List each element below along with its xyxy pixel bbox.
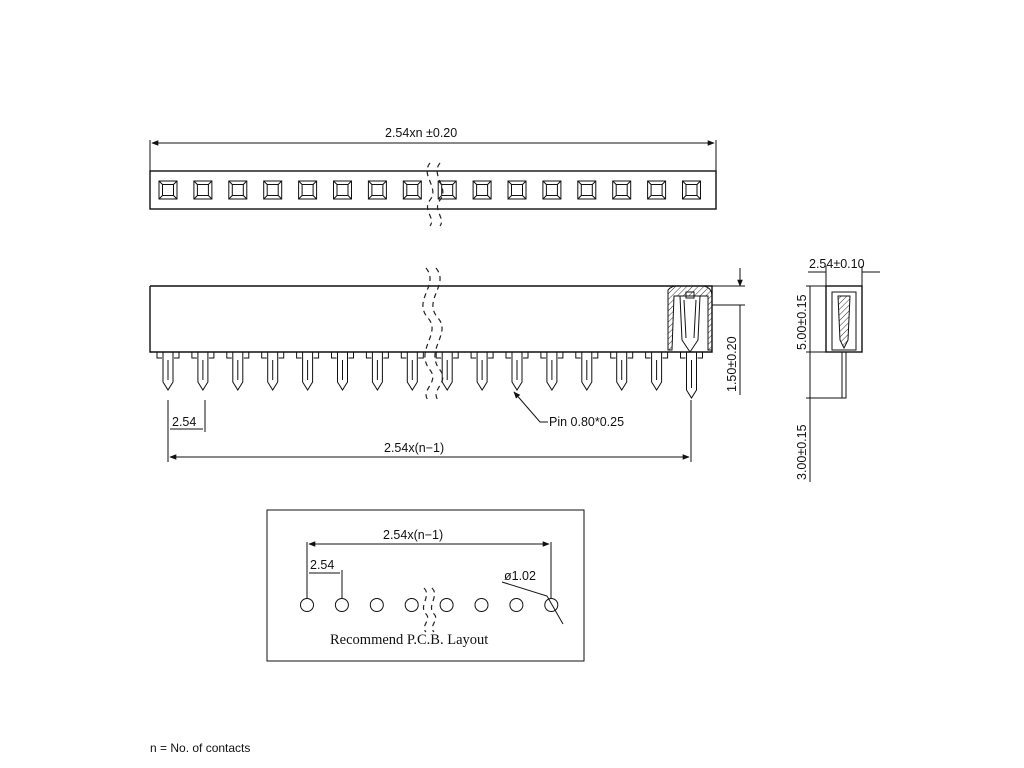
front-view-body: [149, 285, 713, 353]
socket-opening: [193, 180, 213, 200]
break-mark: [426, 162, 434, 227]
pin: [680, 352, 703, 399]
socket-opening: [263, 180, 283, 200]
side-view-cavity: [831, 291, 857, 351]
pcb-hole: [439, 598, 454, 612]
break-mark: [430, 587, 437, 633]
top-view-sockets: [158, 180, 701, 200]
pin: [540, 352, 564, 391]
socket-opening: [577, 180, 597, 200]
height-dimension-label: 1.50±0.20: [725, 336, 739, 392]
length-dimension-label: 2.54xn ±0.20: [385, 126, 457, 140]
pcb-hole: [334, 598, 349, 612]
pin: [400, 352, 424, 391]
top-view-body: [149, 170, 717, 210]
socket-opening: [647, 180, 667, 200]
pin-callout-label: Pin 0.80*0.25: [549, 415, 624, 429]
pin: [575, 352, 599, 391]
span-dimension-label: 2.54x(n−1): [384, 441, 444, 455]
pin: [365, 352, 389, 391]
pin-callout-leader: [513, 391, 548, 423]
socket-opening: [333, 180, 352, 200]
pcb-pitch-dimension-label: 2.54: [310, 558, 334, 572]
pin: [645, 352, 669, 391]
socket-opening: [228, 180, 248, 200]
pitch-dimension-label: 2.54: [172, 415, 196, 429]
side-view-contact: [837, 295, 851, 350]
pcb-hole: [300, 598, 314, 612]
socket-opening: [367, 180, 387, 200]
break-mark: [436, 162, 444, 227]
pin: [331, 352, 354, 391]
pcb-hole: [474, 598, 489, 612]
break-mark: [422, 267, 434, 401]
pcb-hole: [404, 598, 419, 612]
pin: [470, 352, 494, 391]
pin: [226, 352, 250, 391]
body-height-dimension-label: 5.00±0.15: [795, 294, 809, 350]
pcb-layout-frame: [266, 509, 585, 662]
section-detail: [667, 285, 713, 353]
pin: [505, 352, 529, 391]
socket-opening: [298, 180, 318, 200]
hole-dimension-label: ø1.02: [504, 569, 536, 583]
pin: [261, 352, 285, 391]
front-view: 1.50±0.20 2.54 2.54x(n−1) Pin 0.80*0.25: [149, 267, 745, 462]
side-view-body: [825, 285, 863, 353]
socket-opening: [158, 180, 178, 200]
pin-length-dimension-label: 3.00±0.15: [795, 424, 809, 480]
socket-opening: [542, 180, 562, 200]
width-dimension-label: 2.54±0.10: [809, 257, 865, 271]
pcb-layout-title: Recommend P.C.B. Layout: [330, 632, 488, 648]
top-view: 2.54xn ±0.20: [149, 126, 717, 227]
socket-opening: [612, 180, 632, 200]
socket-opening: [507, 180, 527, 200]
pin: [156, 352, 180, 391]
pin: [435, 352, 459, 391]
front-view-pins: [156, 352, 703, 399]
side-view: 2.54±0.10 5.00±0.15 3.00±0.15: [795, 257, 880, 482]
pcb-hole: [544, 598, 559, 612]
pcb-span-dimension-label: 2.54x(n−1): [383, 528, 443, 542]
hole-callout-leader: [501, 581, 564, 625]
pin: [191, 352, 215, 391]
pcb-holes: [300, 598, 559, 612]
pcb-hole: [509, 598, 524, 612]
pcb-hole: [369, 598, 384, 612]
break-mark: [422, 587, 429, 633]
pcb-layout: 2.54x(n−1) 2.54 ø1.02 Recommend P.C.B. L…: [266, 509, 585, 662]
pin: [296, 352, 320, 391]
break-mark: [432, 267, 444, 401]
pin: [610, 352, 634, 391]
side-view-pin: [841, 352, 847, 399]
contacts-note: n = No. of contacts: [150, 741, 250, 755]
socket-opening: [402, 180, 422, 200]
socket-opening: [682, 180, 701, 200]
socket-opening: [472, 180, 492, 200]
